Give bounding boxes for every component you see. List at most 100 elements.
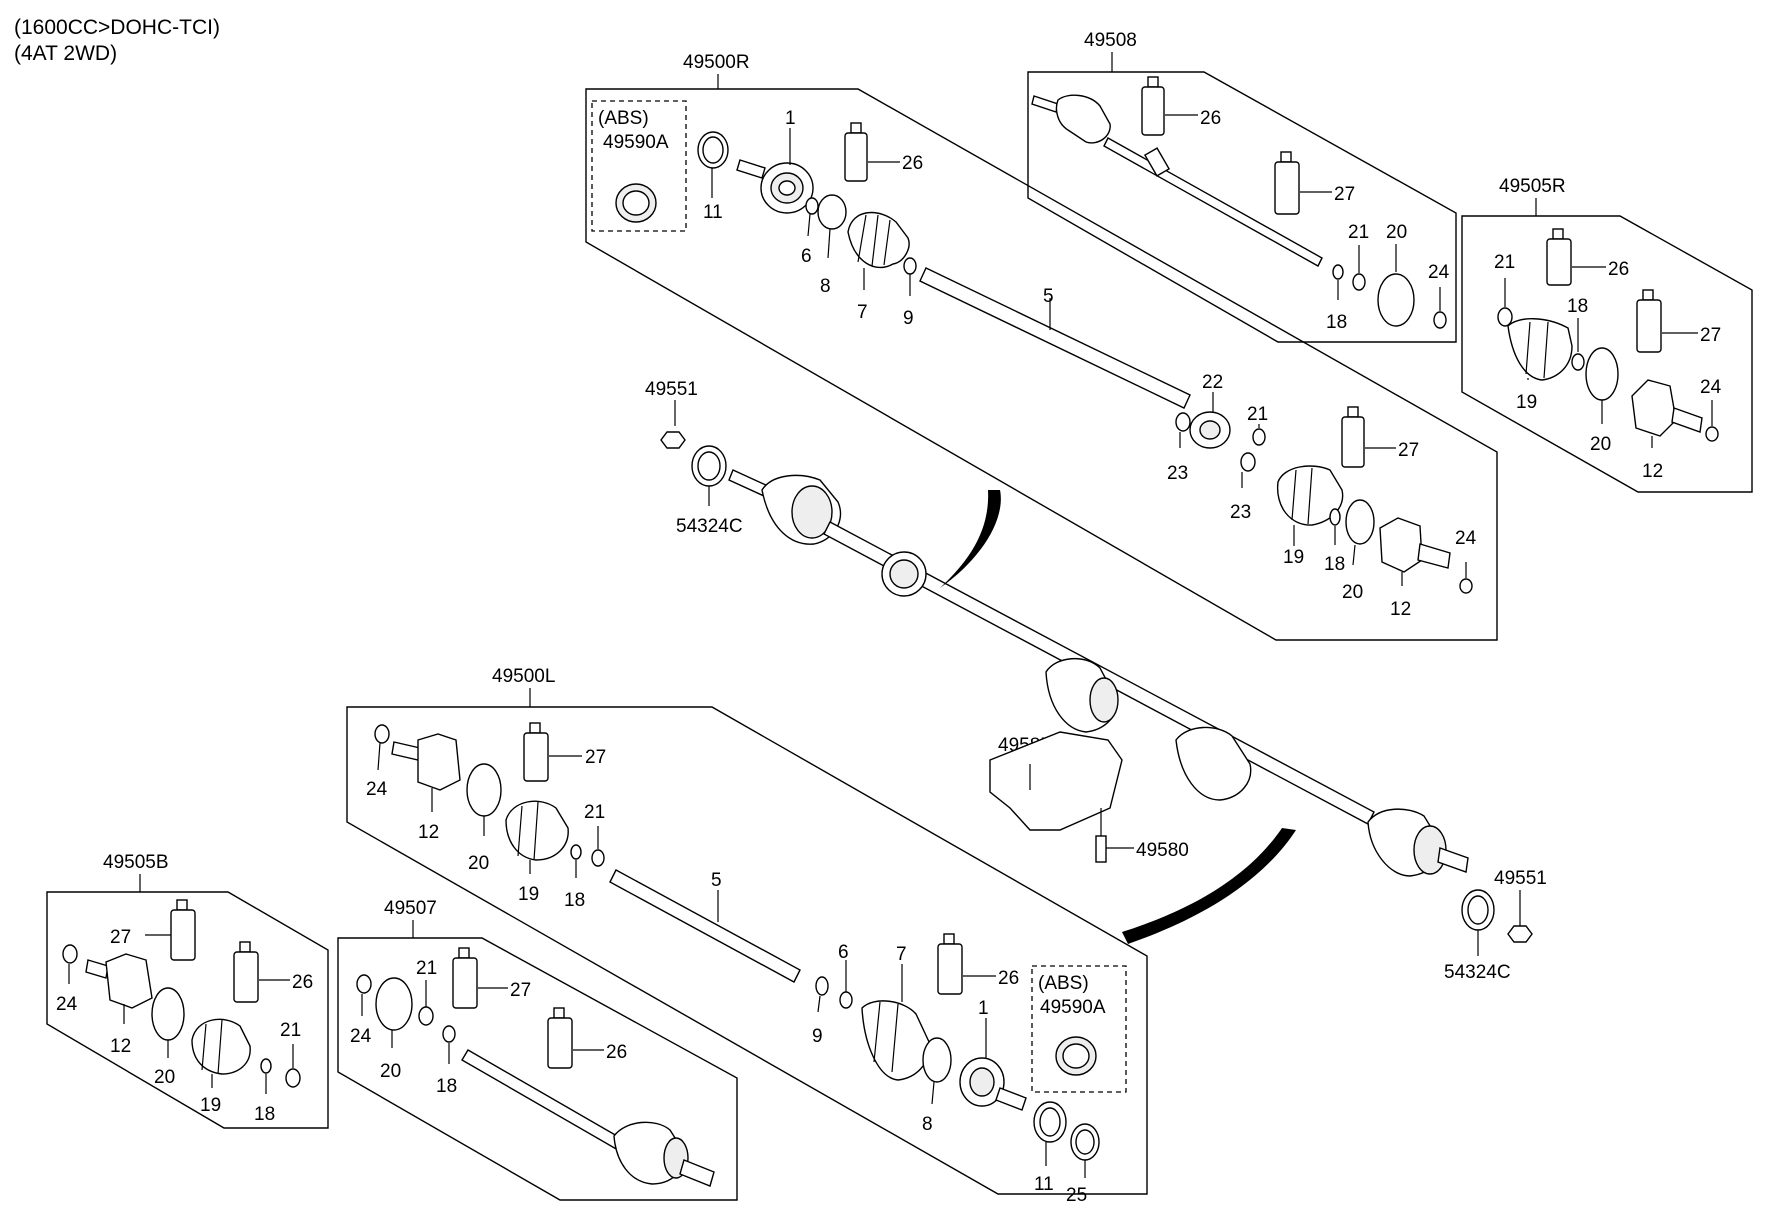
abs-box: [1031, 965, 1127, 1093]
washer-label: 54324C: [676, 516, 743, 537]
cv-boot: [861, 1000, 931, 1081]
drive-shaft: [919, 267, 1191, 409]
callout-label: 5: [1043, 286, 1054, 307]
callout-label: 9: [903, 308, 914, 329]
grease-tube: [1546, 228, 1572, 286]
callout-label: 20: [154, 1067, 175, 1088]
panel-49500L: 49500L 24 12 20 27 19 21 18: [346, 666, 1148, 1206]
inner-cv-joint: [1631, 379, 1703, 437]
boot-band: [466, 763, 502, 817]
clip: [1571, 353, 1585, 371]
inner-cv-boot: [1507, 318, 1573, 381]
clip: [260, 1058, 272, 1074]
outer-cv-joint: [959, 1057, 1027, 1111]
clip: [903, 257, 917, 275]
abs-label: (ABS): [1038, 973, 1089, 994]
callout-label: 18: [1567, 296, 1588, 317]
callout-label: 22: [1202, 372, 1223, 393]
panel-49500R: 49500R (ABS) 49590A 11 1 26 6: [585, 52, 1498, 641]
callout-label: 21: [1247, 404, 1268, 425]
panel-title: 49505B: [103, 852, 169, 873]
callout-label: 19: [518, 884, 539, 905]
grease-tube: [1636, 289, 1662, 353]
retaining-ring: [1352, 273, 1366, 291]
grease-tube: [1141, 76, 1165, 136]
nut-label: 49551: [645, 379, 698, 400]
callout-label: 21: [584, 802, 605, 823]
hub-nut: [1507, 925, 1533, 943]
callout-label: 20: [468, 853, 489, 874]
callout-label: 21: [280, 1020, 301, 1041]
callout-label: 26: [1200, 108, 1221, 129]
callout-label: 26: [292, 972, 313, 993]
callout-label: 18: [1326, 312, 1347, 333]
callout-label: 6: [838, 942, 849, 963]
clip: [815, 976, 829, 996]
retaining-ring: [285, 1068, 301, 1088]
clip: [1332, 264, 1344, 280]
callout-label: 18: [254, 1104, 275, 1125]
inner-cv-boot: [191, 1018, 251, 1075]
callout-label: 18: [564, 890, 585, 911]
clip: [1329, 508, 1341, 526]
callout-label: 12: [418, 822, 439, 843]
panel-title: 49500L: [492, 666, 555, 687]
callout-label: 24: [1428, 262, 1450, 283]
bolt: [1095, 835, 1107, 863]
retaining-ring: [591, 849, 605, 867]
callout-label: 23: [1167, 463, 1188, 484]
drive-shaft: [609, 869, 801, 983]
boot-band: [817, 194, 847, 230]
snap-ring: [1705, 426, 1719, 442]
circlip: [805, 197, 819, 215]
callout-label: 12: [1642, 461, 1663, 482]
inner-cv-joint: [85, 953, 153, 1009]
snap-ring: [1459, 578, 1473, 594]
grease-tube: [547, 1007, 573, 1069]
inner-cv-joint: [1379, 517, 1451, 573]
callout-label: 25: [1066, 1185, 1087, 1206]
clip: [442, 1025, 456, 1043]
callout-label: 19: [200, 1095, 221, 1116]
drive-shaft: [461, 1049, 625, 1151]
callout-label: 27: [1700, 325, 1721, 346]
retaining-ring: [418, 1006, 434, 1026]
panel-title: 49508: [1084, 30, 1137, 51]
connector-arc: [940, 490, 1001, 588]
bolt-label: 49580: [1136, 840, 1189, 861]
boot-band: [1345, 499, 1375, 545]
callout-label: 1: [978, 998, 989, 1019]
transmission-spec: (4AT 2WD): [14, 42, 117, 65]
grease-tube: [937, 933, 963, 995]
callout-label: 27: [1398, 440, 1419, 461]
snap-ring: [374, 724, 390, 744]
abs-box: [591, 100, 687, 232]
callout-label: 11: [1034, 1174, 1054, 1195]
callout-label: 20: [380, 1061, 401, 1082]
callout-label: 19: [1283, 547, 1304, 568]
panel-49508: 49508 26 27 21 20 24 18: [1027, 30, 1457, 343]
circlip: [839, 991, 853, 1009]
callout-label: 27: [585, 747, 606, 768]
grease-tube: [844, 122, 868, 182]
boot-band: [922, 1037, 952, 1083]
callout-label: 24: [366, 779, 388, 800]
boot-band: [375, 977, 413, 1031]
grease-tube: [1341, 406, 1365, 468]
inner-cv-joint: [391, 733, 461, 791]
cv-boot: [847, 211, 910, 269]
callout-label: 24: [1455, 528, 1477, 549]
boot-band: [151, 987, 185, 1041]
grease-tube: [170, 899, 196, 961]
callout-label: 21: [1494, 252, 1515, 273]
callout-label: 8: [820, 276, 831, 297]
callout-label: 6: [801, 246, 812, 267]
outer-cv-joint: [1031, 94, 1111, 144]
panel-49507: 49507 24 20 21 27 18 26: [337, 898, 738, 1201]
callout-label: 26: [606, 1042, 627, 1063]
callout-label: 21: [416, 958, 437, 979]
callout-label: 26: [998, 968, 1019, 989]
panel-49505R: 49505R 21 26 18 27 19 20: [1461, 176, 1753, 493]
boot-band: [1377, 273, 1415, 327]
retaining-ring: [1252, 428, 1266, 446]
